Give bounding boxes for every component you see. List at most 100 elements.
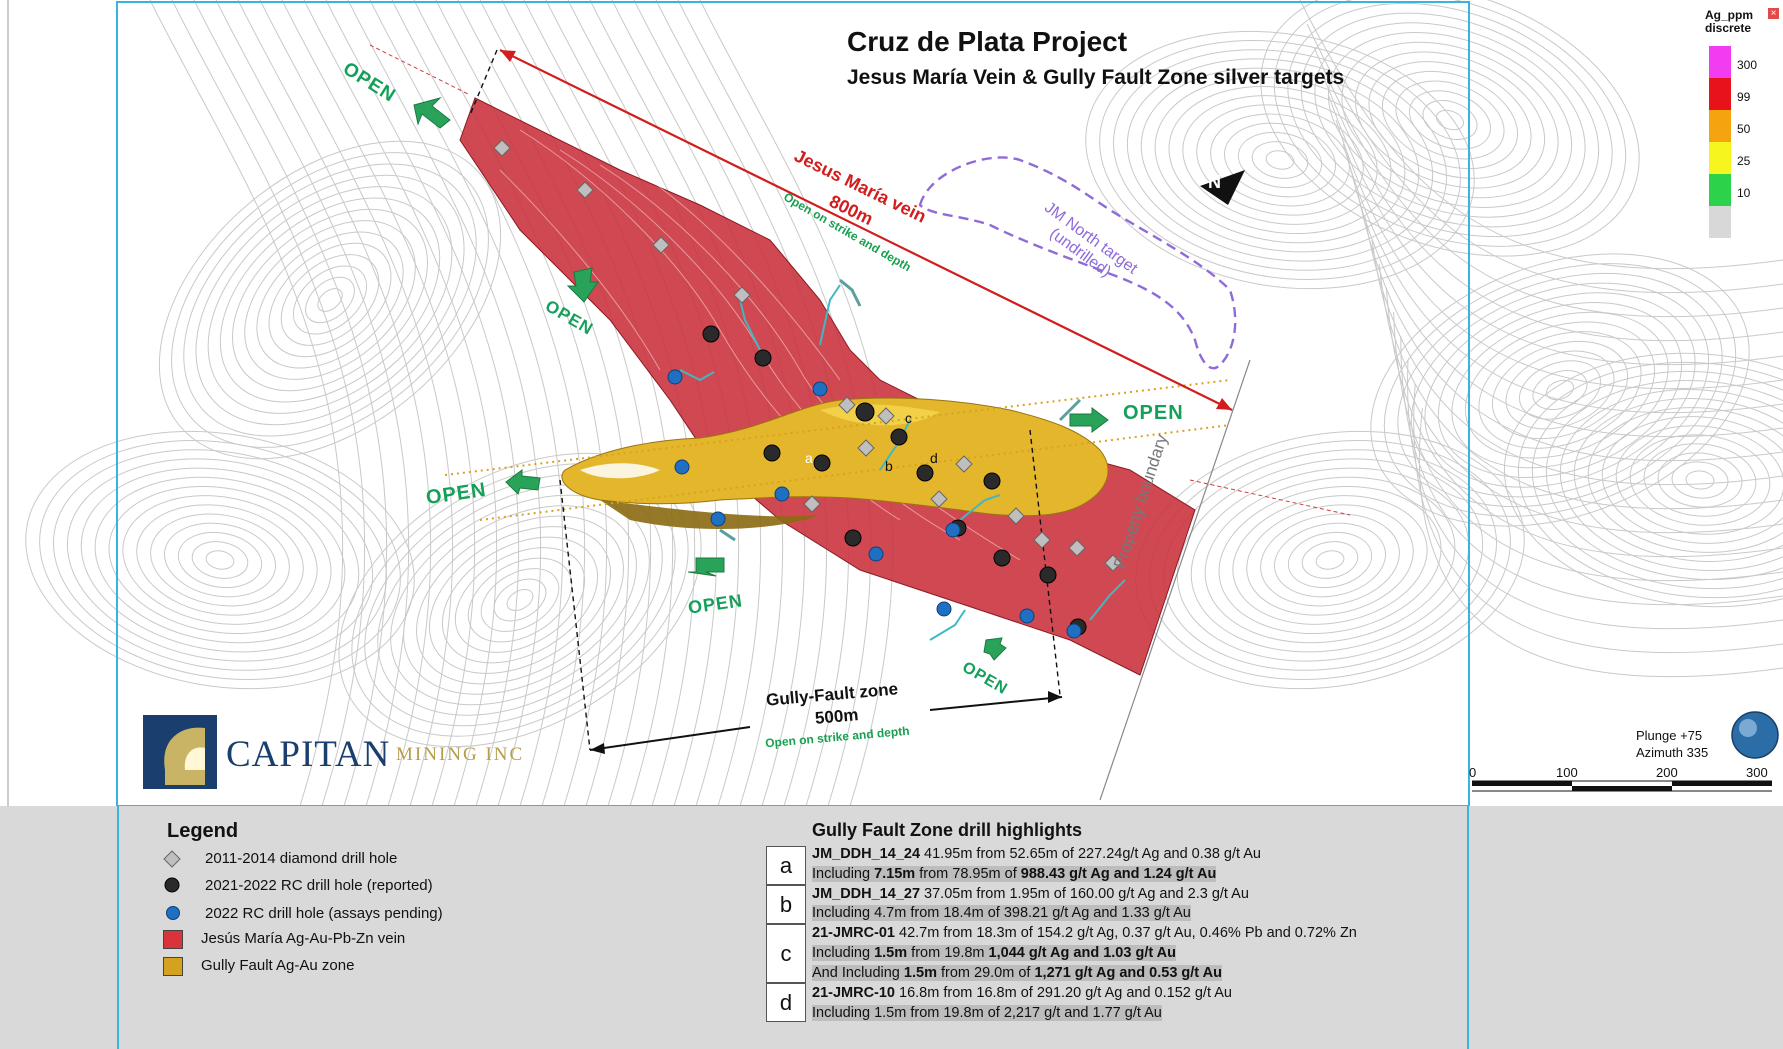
jesus-maria-vein <box>459 97 1196 676</box>
scale-tick-200: 200 <box>1656 765 1678 780</box>
open-arrow-e <box>1069 407 1109 433</box>
color-band-swatch <box>1709 46 1731 78</box>
hole-id: 21-JMRC-01 <box>812 925 895 941</box>
hole-label-c: c <box>905 410 912 426</box>
highlight-letter-d: d <box>766 983 806 1022</box>
color-band-swatch <box>1709 142 1731 174</box>
text-bold: 1.5m <box>903 965 937 981</box>
north-label: N <box>1208 172 1221 192</box>
diamond-drill-icon <box>163 850 181 868</box>
open-arrow-se <box>983 637 1007 661</box>
highlight-a-line1: JM_DDH_14_24 41.95m from 52.65m of 227.2… <box>812 846 1261 862</box>
highlight-letter-c: c <box>766 924 806 983</box>
text-bold: 988.43 g/t Ag and 1.24 g/t Au <box>1020 866 1217 882</box>
text-mid: from 19.8m <box>907 945 989 961</box>
text-mid: from 78.95m of <box>915 866 1021 882</box>
gully-length-label: 500m <box>814 705 860 728</box>
hole-id: 21-JMRC-10 <box>812 985 895 1001</box>
open-arrow-sw1 <box>566 267 599 303</box>
legend-label-vein: Jesús María Ag-Au-Pb-Zn vein <box>201 930 406 947</box>
highlight-letter-a: a <box>766 846 806 885</box>
scale-tick-100: 100 <box>1556 765 1578 780</box>
diamond-drill-holes <box>493 139 1122 572</box>
hole-label-b: b <box>885 458 893 474</box>
black-dot-icon <box>164 877 180 893</box>
open-arrow-s <box>687 557 725 577</box>
hole-id: JM_DDH_14_27 <box>812 886 921 902</box>
scale-tick-300: 300 <box>1746 765 1768 780</box>
highlight-d-line2: Including 1.5m from 19.8m of 2,217 g/t a… <box>812 1005 1162 1021</box>
north-arrow-icon <box>1200 170 1245 205</box>
text-pre: Including <box>812 866 875 882</box>
scale-tick-0: 0 <box>1469 765 1477 780</box>
rc-holes-pending <box>667 369 1082 639</box>
view-orientation-sphere <box>1731 711 1779 759</box>
highlight-c-line3: And Including 1.5m from 29.0m of 1,271 g… <box>812 965 1222 981</box>
color-band-label: 10 <box>1737 186 1751 200</box>
highlights-title: Gully Fault Zone drill highlights <box>812 820 1082 840</box>
text-pre: And Including <box>812 965 904 981</box>
jm-north-target <box>918 156 1237 370</box>
frame-right <box>1467 806 1469 1049</box>
interval-text: 42.7m from 18.3m of 154.2 g/t Ag, 0.37 g… <box>895 925 1357 941</box>
text-bold: 1,044 g/t Ag and 1.03 g/t Au <box>988 945 1176 961</box>
hole-label-d: d <box>930 450 938 466</box>
text-mid: from 29.0m of <box>936 965 1035 981</box>
color-scale-subtitle: discrete <box>1705 21 1752 35</box>
highlight-a-line2: Including 7.15m from 78.95m of 988.43 g/… <box>812 866 1217 882</box>
close-icon[interactable]: × <box>1768 8 1779 19</box>
highlight-letter-b: b <box>766 885 806 924</box>
color-band-label: 25 <box>1737 154 1751 168</box>
highlight-b-line2: Including 4.7m from 18.4m of 398.21 g/t … <box>812 905 1191 921</box>
open-label-e: OPEN <box>1123 402 1184 424</box>
text-pre: Including <box>812 945 875 961</box>
color-band-label: 50 <box>1737 122 1751 136</box>
red-square-icon <box>163 930 183 949</box>
logo-word-capitan: CAPITAN <box>226 734 391 775</box>
logo-word-mining: MINING INC <box>396 744 525 765</box>
open-arrow-nw <box>413 97 451 129</box>
interval-text: 37.05m from 1.95m of 160.00 g/t Ag and 2… <box>920 886 1249 902</box>
color-band-label: 300 <box>1737 58 1758 72</box>
legend-title: Legend <box>167 820 239 842</box>
color-band-swatch <box>1709 78 1731 110</box>
color-scale-title: Ag_ppm <box>1705 8 1753 22</box>
legend-label-diamond: 2011-2014 diamond drill hole <box>205 850 398 867</box>
property-boundary-line <box>1099 359 1251 801</box>
scale-bar <box>1472 780 1772 792</box>
azimuth-label: Azimuth 335 <box>1636 745 1709 760</box>
highlight-d-line1: 21-JMRC-10 16.8m from 16.8m of 291.20 g/… <box>812 985 1232 1001</box>
gully-fault-zone <box>561 397 1109 517</box>
color-band-swatch <box>1709 174 1731 206</box>
capitan-logo-mark <box>143 715 217 789</box>
legend-icon-blue-dot <box>165 905 181 921</box>
color-scale-legend: Ag_ppm discrete × 300 99 50 25 10 <box>1705 8 1780 268</box>
hole-label-a: a <box>805 450 813 466</box>
color-band-swatch <box>1709 110 1731 142</box>
hole-id: JM_DDH_14_24 <box>812 846 921 862</box>
frame-left <box>117 806 119 1049</box>
legend-label-gully: Gully Fault Ag-Au zone <box>201 957 355 974</box>
interval-text: 41.95m from 52.65m of 227.24g/t Ag and 0… <box>920 846 1261 862</box>
legend-label-blue-dot: 2022 RC drill hole (assays pending) <box>205 905 443 922</box>
plunge-label: Plunge +75 <box>1636 728 1703 743</box>
highlight-b-line1: JM_DDH_14_27 37.05m from 1.95m of 160.00… <box>812 886 1249 902</box>
color-band-label: 99 <box>1737 90 1751 104</box>
map-canvas <box>7 0 1783 806</box>
legend-icon-diamond <box>163 850 181 868</box>
text-bold: 1.5m <box>874 945 908 961</box>
text-bold: 7.15m <box>874 866 916 882</box>
legend-label-black-dot: 2021-2022 RC drill hole (reported) <box>205 877 433 894</box>
legend-icon-black-dot <box>164 877 180 893</box>
text-bold: 1,271 g/t Ag and 0.53 g/t Au <box>1034 965 1222 981</box>
color-band-swatch <box>1709 206 1731 238</box>
gold-square-icon <box>163 957 183 976</box>
rc-holes-reported <box>702 325 1087 636</box>
page-subtitle: Jesus María Vein & Gully Fault Zone silv… <box>847 66 1345 89</box>
highlight-c-line1: 21-JMRC-01 42.7m from 18.3m of 154.2 g/t… <box>812 925 1357 941</box>
open-arrow-w <box>505 469 541 495</box>
blue-dot-icon <box>166 906 180 920</box>
page-title: Cruz de Plata Project <box>847 26 1128 57</box>
legend-panel: Legend 2011-2014 diamond drill hole 2021… <box>0 806 1783 1049</box>
